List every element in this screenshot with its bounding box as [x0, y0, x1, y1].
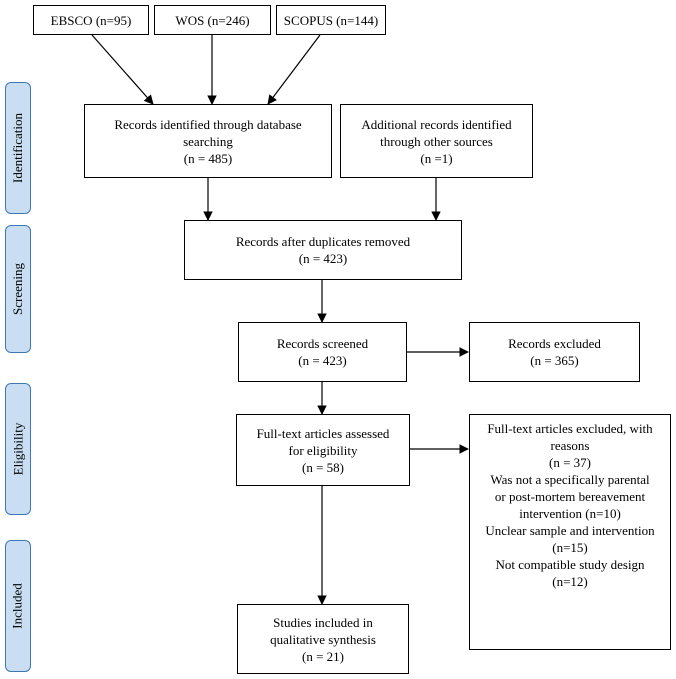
box-included-studies-line-3: (n = 21) — [302, 648, 344, 664]
box-records-excluded-line-1: Records excluded — [508, 336, 601, 351]
stage-identification: Identification — [5, 82, 31, 214]
source-wos-label: WOS (n=246) — [175, 12, 250, 28]
box-other-records: Additional records identified through ot… — [340, 104, 533, 178]
box-fulltext-excluded-line-6: intervention (n=10) — [519, 506, 621, 521]
box-fulltext-assessed-line-1: Full-text articles assessed — [256, 425, 390, 441]
box-records-screened-line-1: Records screened — [276, 336, 369, 351]
box-other-records-line-3: (n =1) — [420, 150, 453, 166]
box-fulltext-excluded-line-5: or post-mortem bereavement — [494, 489, 646, 504]
box-fulltext-assessed-line-2: for eligibility — [288, 442, 358, 458]
box-records-excluded-line-2: (n = 365) — [530, 353, 579, 368]
box-database-records: Records identified through database sear… — [84, 104, 332, 178]
box-after-duplicates: Records after duplicates removed (n = 42… — [184, 220, 462, 280]
source-ebsco-label: EBSCO (n=95) — [50, 12, 132, 28]
box-included-studies-line-1: Studies included in — [273, 614, 373, 630]
box-database-records-line-3: (n = 485) — [183, 150, 233, 166]
box-fulltext-assessed: Full-text articles assessed for eligibil… — [236, 414, 410, 486]
box-fulltext-excluded-line-4: Was not a specifically parental — [490, 472, 650, 487]
box-fulltext-excluded-line-1: Full-text articles excluded, with — [487, 421, 653, 436]
stage-screening: Screening — [5, 225, 31, 353]
box-fulltext-assessed-line-3: (n = 58) — [302, 459, 344, 475]
box-database-records-line-1: Records identified through database — [114, 116, 302, 132]
box-records-excluded: Records excluded (n = 365) — [469, 322, 640, 382]
box-fulltext-excluded-line-9: Not compatible study design — [495, 557, 645, 572]
box-fulltext-excluded-line-10: (n=12) — [552, 574, 588, 589]
box-records-screened: Records screened (n = 423) — [238, 322, 407, 382]
stage-screening-label: Screening — [10, 263, 26, 315]
box-fulltext-excluded-line-8: (n=15) — [552, 540, 588, 555]
stage-included-label: Included — [10, 583, 26, 629]
box-records-screened-line-2: (n = 423) — [298, 353, 347, 368]
stage-eligibility: Eligibility — [5, 383, 31, 515]
box-fulltext-excluded-line-2: reasons — [550, 438, 590, 453]
arrow-scopus-to-records — [267, 34, 321, 105]
stage-identification-label: Identification — [10, 112, 25, 184]
box-included-studies: Studies included in qualitative synthesi… — [237, 604, 409, 674]
box-after-duplicates-line-2: (n = 423) — [298, 251, 348, 266]
box-fulltext-excluded: Full-text articles excluded, with reason… — [469, 414, 671, 650]
box-other-records-line-2: through other sources — [380, 133, 493, 149]
stage-eligibility-label: Eligibility — [10, 422, 26, 476]
box-fulltext-excluded-line-7: Unclear sample and intervention — [485, 523, 655, 538]
arrow-ebsco-to-records — [91, 34, 154, 105]
source-wos: WOS (n=246) — [154, 5, 271, 35]
source-scopus-label: SCOPUS (n=144) — [283, 12, 379, 28]
stage-included: Included — [5, 540, 31, 672]
box-included-studies-line-2: qualitative synthesis — [270, 631, 376, 647]
box-fulltext-excluded-line-3: (n = 37) — [549, 455, 591, 470]
box-after-duplicates-line-1: Records after duplicates removed — [235, 234, 411, 249]
box-database-records-line-2: searching — [183, 133, 233, 149]
source-scopus: SCOPUS (n=144) — [276, 5, 386, 35]
source-ebsco: EBSCO (n=95) — [33, 5, 149, 35]
box-other-records-line-1: Additional records identified — [361, 116, 512, 132]
